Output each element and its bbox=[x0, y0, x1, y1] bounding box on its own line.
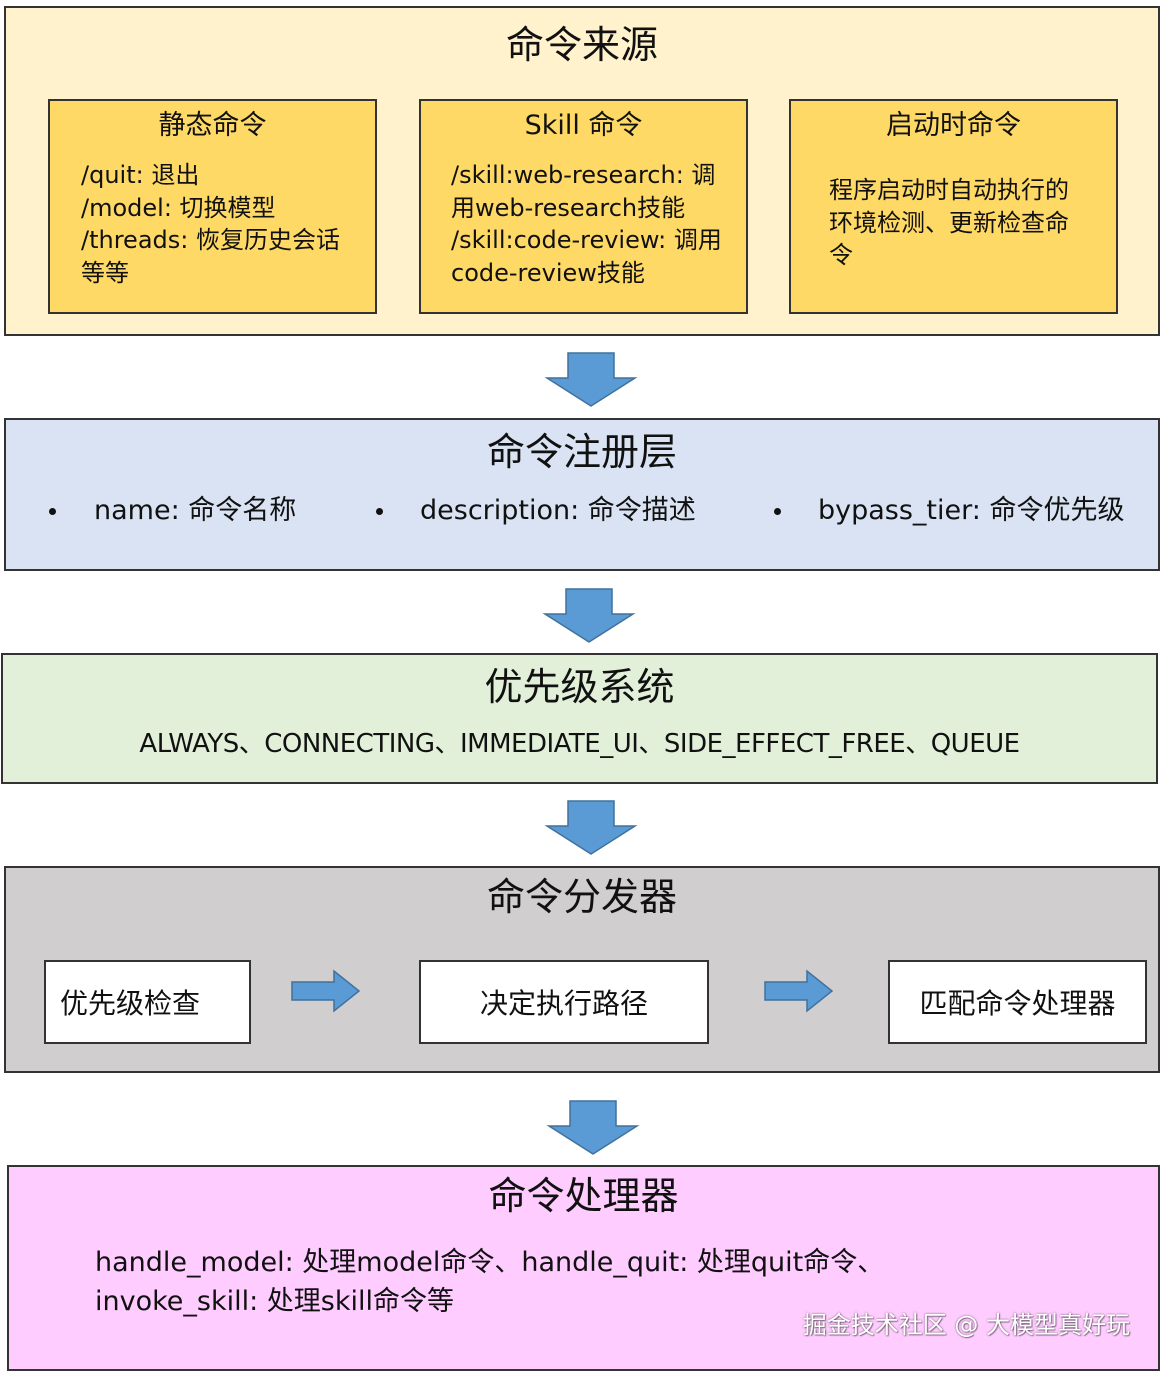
startup-commands-body: 程序启动时自动执行的 环境检测、更新检查命 令 bbox=[829, 176, 1069, 269]
registry-bullet-name: name: 命令名称 bbox=[94, 495, 297, 526]
handler-line-1: handle_model: 处理model命令、handle_quit: 处理q… bbox=[95, 1247, 885, 1278]
right-arrow-icon bbox=[764, 969, 834, 1013]
bullet-dot bbox=[774, 508, 781, 515]
command-handler-section: 命令处理器 handle_model: 处理model命令、handle_qui… bbox=[7, 1165, 1160, 1371]
startup-commands-card: 启动时命令 程序启动时自动执行的 环境检测、更新检查命 令 bbox=[789, 99, 1118, 314]
static-commands-title: 静态命令 bbox=[158, 110, 267, 141]
command-registry-title: 命令注册层 bbox=[486, 430, 677, 474]
bullet-dot bbox=[49, 508, 56, 515]
registry-bullet-description: description: 命令描述 bbox=[420, 495, 696, 526]
priority-levels: ALWAYS、CONNECTING、IMMEDIATE_UI、SIDE_EFFE… bbox=[139, 729, 1020, 759]
command-dispatcher-title: 命令分发器 bbox=[486, 875, 677, 919]
bullet-dot bbox=[376, 508, 383, 515]
down-arrow-icon bbox=[544, 800, 638, 855]
priority-system-section: 优先级系统 ALWAYS、CONNECTING、IMMEDIATE_UI、SID… bbox=[1, 653, 1158, 784]
decide-path-box: 决定执行路径 bbox=[419, 960, 709, 1044]
match-handler-box: 匹配命令处理器 bbox=[888, 960, 1147, 1044]
skill-commands-title: Skill 命令 bbox=[524, 110, 643, 141]
watermark: 掘金技术社区 @ 大模型真好玩 bbox=[802, 1311, 1130, 1339]
command-handler-title: 命令处理器 bbox=[488, 1174, 679, 1218]
right-arrow-icon bbox=[291, 969, 361, 1013]
handler-line-2: invoke_skill: 处理skill命令等 bbox=[95, 1286, 454, 1317]
command-registry-section: 命令注册层 name: 命令名称 description: 命令描述 bypas… bbox=[4, 418, 1160, 571]
down-arrow-icon bbox=[544, 352, 638, 407]
decide-path-label: 决定执行路径 bbox=[479, 987, 648, 1020]
command-sources-title: 命令来源 bbox=[505, 23, 658, 67]
priority-check-box: 优先级检查 bbox=[44, 960, 251, 1044]
skill-commands-card: Skill 命令 /skill:web-research: 调 用web-res… bbox=[419, 99, 748, 314]
command-dispatcher-section: 命令分发器 优先级检查 决定执行路径 匹配命令处理器 bbox=[4, 866, 1160, 1073]
priority-check-label: 优先级检查 bbox=[60, 987, 201, 1020]
registry-bullet-bypass-tier: bypass_tier: 命令优先级 bbox=[818, 495, 1125, 526]
static-commands-body: /quit: 退出 /model: 切换模型 /threads: 恢复历史会话 … bbox=[81, 161, 340, 287]
startup-commands-title: 启动时命令 bbox=[886, 110, 1021, 141]
match-handler-label: 匹配命令处理器 bbox=[919, 987, 1116, 1020]
static-commands-card: 静态命令 /quit: 退出 /model: 切换模型 /threads: 恢复… bbox=[48, 99, 377, 314]
down-arrow-icon bbox=[546, 1100, 640, 1155]
skill-commands-body: /skill:web-research: 调 用web-research技能 /… bbox=[451, 161, 722, 287]
command-sources-section: 命令来源 静态命令 /quit: 退出 /model: 切换模型 /thread… bbox=[4, 6, 1160, 336]
priority-system-title: 优先级系统 bbox=[484, 665, 675, 709]
down-arrow-icon bbox=[542, 588, 636, 643]
